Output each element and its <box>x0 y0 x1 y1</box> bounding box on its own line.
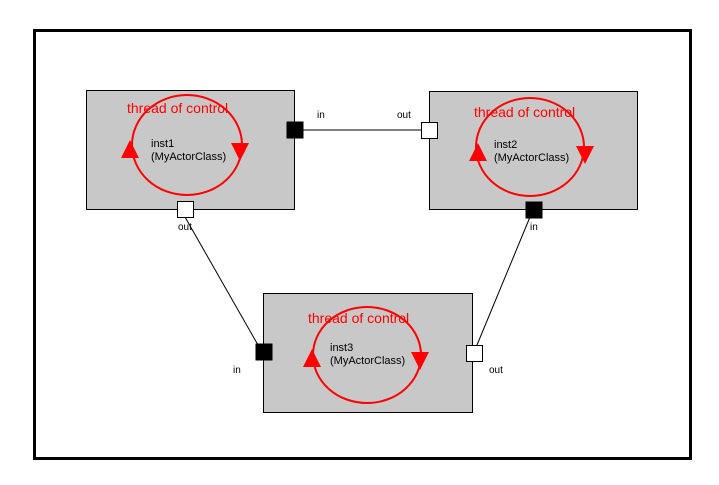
connection-inst2-inst3[interactable] <box>476 216 531 346</box>
arrow-up-icon <box>469 143 487 161</box>
port-label-inst1-out: out <box>178 222 192 233</box>
connection-inst1-inst3[interactable] <box>184 216 259 346</box>
port-label-inst3-out: out <box>489 365 503 376</box>
port-label-inst2-out: out <box>397 110 411 121</box>
actor-inst3[interactable]: thread of control inst3 (MyActorClass) <box>263 293 473 413</box>
diagram-border <box>33 29 692 460</box>
actor-name: inst2 <box>494 139 517 151</box>
arrow-down-icon <box>411 352 429 370</box>
port-inst1-in[interactable] <box>286 121 304 139</box>
actor-box[interactable] <box>263 293 473 413</box>
actor-class: (MyActorClass) <box>330 355 405 367</box>
port-inst1-out[interactable] <box>177 201 194 218</box>
actor-class: (MyActorClass) <box>494 152 569 164</box>
actor-inst1[interactable]: thread of control inst1 (MyActorClass) <box>86 90 295 210</box>
actor-box[interactable] <box>429 91 638 210</box>
actor-inst2[interactable]: thread of control inst2 (MyActorClass) <box>429 91 638 210</box>
arrow-down-icon <box>231 143 249 161</box>
port-label-inst2-in: in <box>530 222 538 233</box>
thread-of-control-label: thread of control <box>308 310 409 326</box>
arrow-down-icon <box>576 146 594 164</box>
port-label-inst3-in: in <box>233 365 241 376</box>
port-label-inst1-in: in <box>317 110 325 121</box>
port-inst2-in[interactable] <box>525 201 543 219</box>
port-inst3-out[interactable] <box>466 345 483 362</box>
actor-name: inst3 <box>330 342 353 354</box>
actor-name: inst1 <box>151 138 174 150</box>
arrow-up-icon <box>121 140 139 158</box>
actor-box[interactable] <box>86 90 295 210</box>
actor-class: (MyActorClass) <box>151 151 226 163</box>
port-inst2-out[interactable] <box>421 122 438 139</box>
thread-of-control-label: thread of control <box>127 100 228 116</box>
arrow-up-icon <box>303 349 321 367</box>
thread-of-control-label: thread of control <box>474 104 575 120</box>
port-inst3-in[interactable] <box>255 343 273 361</box>
